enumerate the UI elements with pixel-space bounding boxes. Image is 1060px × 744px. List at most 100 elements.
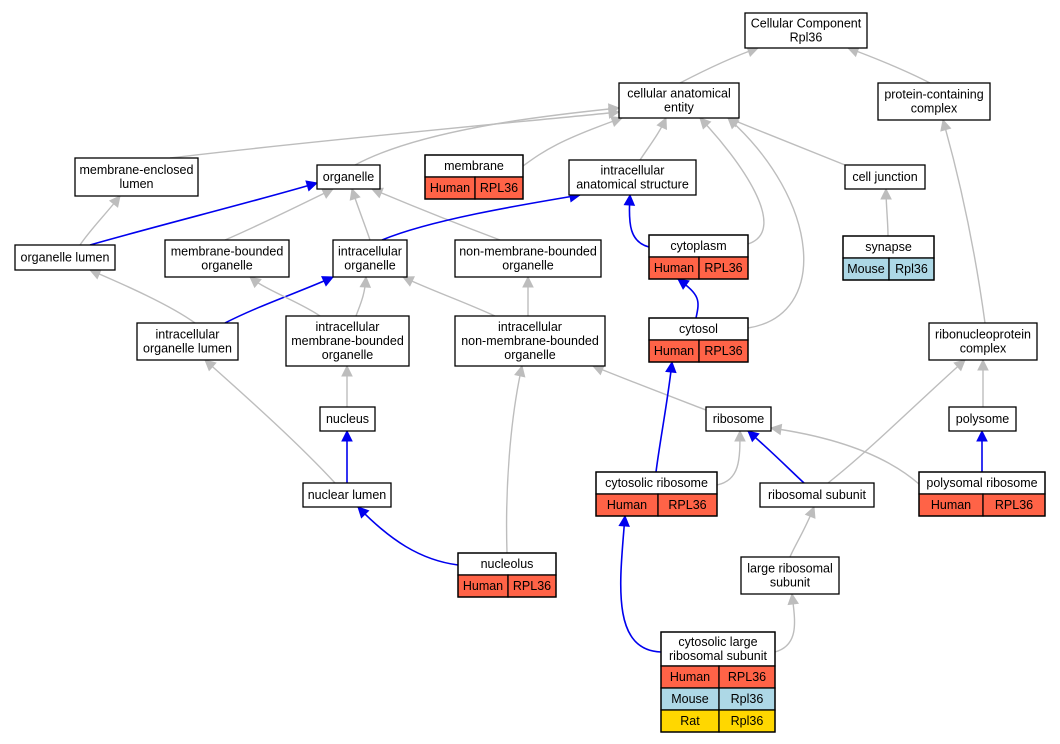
node-label: organelle <box>502 259 553 273</box>
node-label: ribonucleoprotein <box>935 328 1031 342</box>
node-label: lumen <box>119 177 153 191</box>
gene-label: Rpl36 <box>731 714 764 728</box>
edge-ol-organelle <box>89 180 319 246</box>
node-label: complex <box>960 342 1007 356</box>
arrowhead-icon <box>940 118 952 132</box>
node-label: organelle <box>322 348 373 362</box>
node-label: intracellular <box>338 245 402 259</box>
edge-nl-iol <box>204 359 336 484</box>
node-label: membrane-bounded <box>171 245 284 259</box>
node-ol[interactable]: organelle lumen <box>14 244 116 271</box>
arrowhead-icon <box>880 187 892 200</box>
node-polysome[interactable]: polysome <box>948 406 1017 432</box>
arrowhead-icon <box>727 117 740 130</box>
node-title-box <box>332 239 408 278</box>
node-title-box <box>740 556 840 595</box>
node-title-box <box>14 244 116 271</box>
arrowhead-icon <box>656 116 667 130</box>
node-label: organelle <box>323 170 374 184</box>
arrowhead-icon <box>977 358 989 371</box>
node-ribosome[interactable]: ribosome <box>705 406 772 432</box>
edges-layer <box>79 46 989 653</box>
arrowhead-icon <box>305 180 319 192</box>
node-label: protein-containing <box>884 88 983 102</box>
node-label: anatomical structure <box>576 178 689 192</box>
edge-organelle-cae <box>354 103 621 166</box>
arrowhead-icon <box>623 193 636 206</box>
arrowhead-icon <box>341 364 353 377</box>
node-title-box <box>618 82 740 119</box>
node-title-box <box>302 482 392 508</box>
node-cj[interactable]: cell junction <box>844 164 926 190</box>
arrowhead-icon <box>665 360 677 374</box>
node-rs[interactable]: ribosomal subunit <box>759 482 875 508</box>
edge-cytoplasm-cae <box>699 117 765 245</box>
node-inmbo[interactable]: intracellularnon-membrane-boundedorganel… <box>454 315 606 367</box>
node-label: polysome <box>956 412 1010 426</box>
edge-nl-nucleus <box>341 429 353 484</box>
node-label: ribosomal subunit <box>768 488 866 502</box>
edge-pcc-cc <box>846 46 931 84</box>
node-label: subunit <box>770 576 811 590</box>
node-label: complex <box>911 102 958 116</box>
node-label: cell junction <box>852 170 917 184</box>
arrowhead-icon <box>88 268 102 280</box>
node-outline <box>842 235 935 281</box>
node-label: membrane <box>444 159 504 173</box>
node-title-box <box>285 315 410 367</box>
arrowhead-icon <box>677 278 690 290</box>
node-label: organelle lumen <box>143 342 232 356</box>
gene-label: RPL36 <box>668 498 706 512</box>
edge-cj-cae <box>726 116 851 168</box>
node-outline <box>918 471 1046 517</box>
edge-nucleus-imbo <box>341 364 353 408</box>
node-label: intracellular <box>498 320 562 334</box>
species-label: Human <box>654 344 694 358</box>
node-organelle[interactable]: organelle <box>316 164 381 190</box>
node-title-box <box>928 322 1038 361</box>
node-title-box <box>660 631 776 667</box>
species-label: Human <box>463 579 503 593</box>
node-title-box <box>844 164 926 190</box>
edge-polysome-rnp <box>977 358 989 407</box>
edge-mbo-organelle <box>224 188 335 241</box>
edge-cytosol-cae <box>727 117 805 329</box>
node-label: cellular anatomical <box>627 87 731 101</box>
edge-ias-cae <box>639 116 667 161</box>
node-title-box <box>705 406 772 432</box>
edge-io-organelle <box>349 187 371 241</box>
node-outline <box>660 631 776 733</box>
edge-ol-mel <box>79 195 121 246</box>
edge-cae-cc <box>679 46 760 84</box>
edge-inmbo-nmbo <box>522 275 534 316</box>
node-label: intracellular <box>601 164 665 178</box>
edge-cr-ribosome <box>716 429 746 486</box>
node-title-box <box>744 12 868 49</box>
species-label: Human <box>654 261 694 275</box>
arrowhead-icon <box>804 505 816 519</box>
node-label: intracellular <box>156 328 220 342</box>
node-nl[interactable]: nuclear lumen <box>302 482 392 508</box>
gene-label: RPL36 <box>995 498 1033 512</box>
node-nucleus[interactable]: nucleus <box>319 406 376 432</box>
